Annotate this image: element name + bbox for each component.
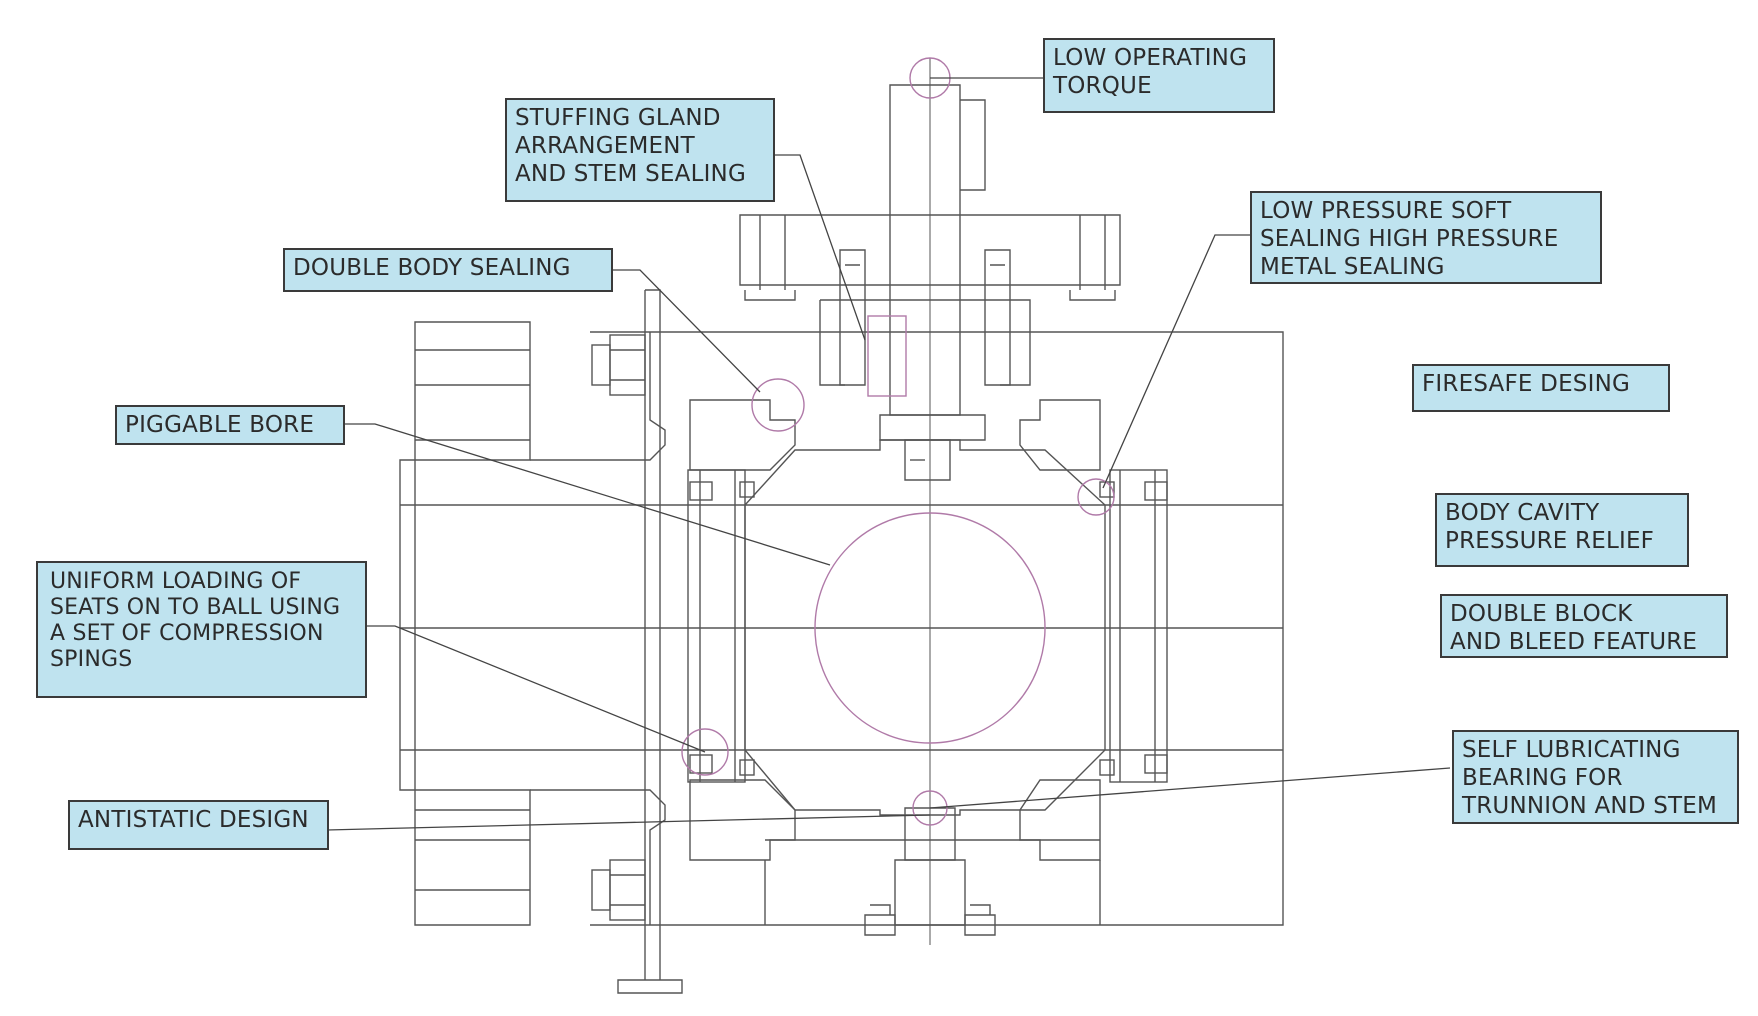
left-end-flange — [399, 321, 531, 926]
ball — [814, 512, 1046, 744]
label-self-lubricating: SELF LUBRICATING BEARING FOR TRUNNION AN… — [1452, 730, 1739, 824]
leader-low-pressure-soft — [1102, 234, 1250, 489]
gland-plate — [739, 214, 1121, 286]
stem — [889, 84, 961, 416]
leader-piggable-bore — [343, 423, 831, 566]
label-stuffing-gland: STUFFING GLAND ARRANGEMENT AND STEM SEAL… — [505, 98, 775, 202]
label-uniform-loading: UNIFORM LOADING OF SEATS ON TO BALL USIN… — [36, 561, 367, 698]
left-body-shoulder — [530, 332, 666, 461]
upper-left-bolt — [591, 334, 646, 396]
leader-antistatic — [326, 814, 931, 831]
leader-double-body — [612, 269, 761, 393]
label-firesafe: FIRESAFE DESING — [1412, 364, 1670, 412]
label-double-body-sealing: DOUBLE BODY SEALING — [283, 248, 613, 292]
right-seat — [1099, 469, 1168, 783]
label-antistatic: ANTISTATIC DESIGN — [68, 800, 329, 850]
lower-left-bolt — [591, 859, 646, 921]
label-low-pressure-soft-sealing: LOW PRESSURE SOFT SEALING HIGH PRESSURE … — [1250, 191, 1602, 284]
leader-stuffing-gland — [775, 154, 866, 341]
leader-self-lubricating — [929, 767, 1451, 809]
leader-uniform-loading — [365, 625, 706, 753]
label-body-cavity-relief: BODY CAVITY PRESSURE RELIEF — [1435, 493, 1689, 567]
left-flange-plate — [645, 289, 661, 925]
label-low-operating-torque: LOW OPERATING TORQUE — [1043, 38, 1275, 113]
label-piggable-bore: PIGGABLE BORE — [115, 405, 345, 445]
label-double-block-bleed: DOUBLE BLOCK AND BLEED FEATURE — [1440, 594, 1728, 658]
cavity-outline — [744, 439, 1106, 816]
